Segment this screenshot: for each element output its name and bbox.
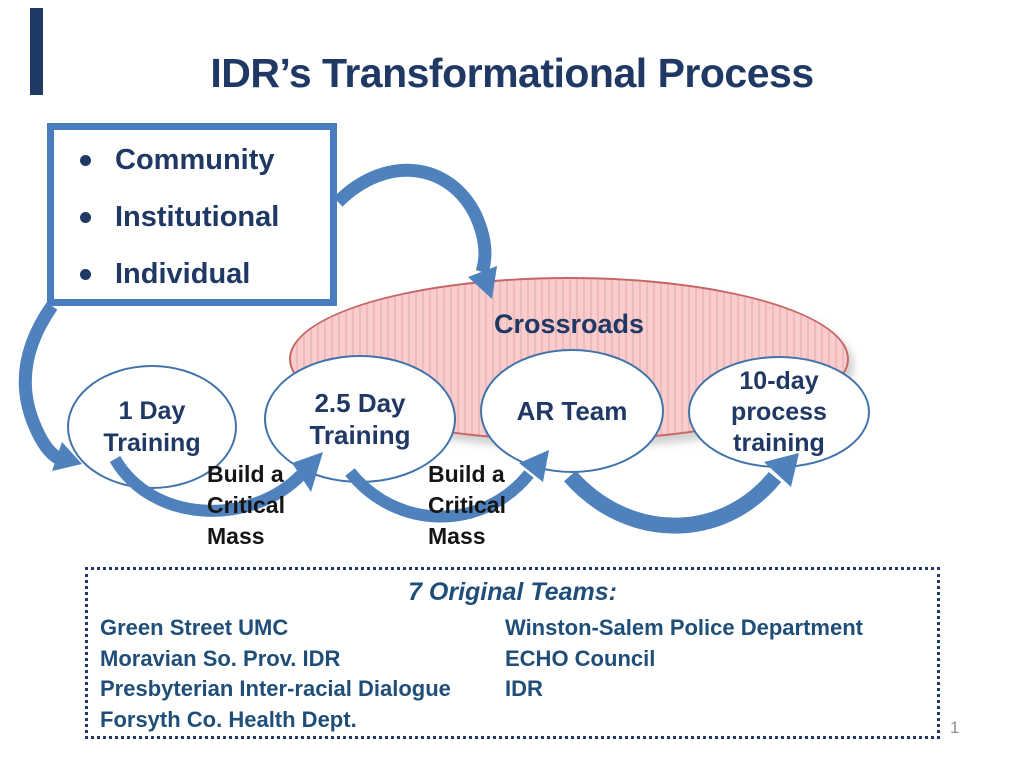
ellipse-10-day-process-training: 10-day process training bbox=[688, 356, 870, 468]
teams-column-1: Green Street UMC Moravian So. Prov. IDR … bbox=[100, 613, 451, 735]
ellipse-label-line: AR Team bbox=[516, 396, 628, 426]
ellipse-label-line: training bbox=[733, 428, 825, 457]
critical-mass-line: Critical bbox=[207, 492, 285, 518]
critical-mass-line: Build a bbox=[207, 461, 284, 487]
team-item: Green Street UMC bbox=[100, 615, 289, 640]
levels-item-institutional: Institutional bbox=[54, 197, 330, 237]
bullet-icon bbox=[80, 211, 91, 223]
teams-box-title: 7 Original Teams: bbox=[408, 578, 617, 606]
ellipse-label-line: process bbox=[731, 397, 827, 426]
original-teams-box: 7 Original Teams: Green Street UMC Morav… bbox=[85, 567, 940, 739]
ellipse-label-line: 10-day bbox=[739, 366, 819, 395]
levels-box: Community Institutional Individual bbox=[47, 123, 337, 306]
critical-mass-line: Critical bbox=[428, 492, 506, 518]
levels-list: Community Institutional Individual bbox=[54, 130, 330, 294]
ellipse-label-line: 2.5 Day bbox=[314, 388, 406, 418]
team-item: Moravian So. Prov. IDR bbox=[100, 645, 341, 671]
arrow-box-to-crossroads bbox=[333, 163, 497, 299]
ellipse-label-line: Training bbox=[103, 429, 201, 457]
critical-mass-line: Mass bbox=[207, 523, 265, 549]
bullet-icon bbox=[80, 154, 91, 166]
levels-item-label: Community bbox=[115, 143, 275, 176]
team-item: ECHO Council bbox=[505, 645, 656, 671]
critical-mass-line: Build a bbox=[428, 461, 505, 487]
team-item: Forsyth Co. Health Dept. bbox=[100, 706, 357, 732]
page-number: 1 bbox=[950, 718, 960, 737]
team-item: Winston-Salem Police Department bbox=[505, 615, 863, 640]
team-item: IDR bbox=[505, 676, 543, 701]
crossroads-label: Crossroads bbox=[493, 309, 645, 339]
levels-item-label: Institutional bbox=[115, 200, 280, 233]
left-accent-bar bbox=[30, 8, 43, 95]
levels-item-label: Individual bbox=[115, 257, 251, 290]
ellipse-label-line: Training bbox=[309, 420, 411, 450]
teams-column-2: Winston-Salem Police Department ECHO Cou… bbox=[505, 613, 863, 705]
critical-mass-line: Mass bbox=[428, 523, 486, 549]
critical-mass-label-2: Build a Critical Mass bbox=[428, 459, 506, 552]
ellipse-label-line: 1 Day bbox=[118, 397, 186, 425]
team-item: Presbyterian Inter-racial Dialogue bbox=[100, 676, 451, 701]
ellipse-ar-team: AR Team bbox=[480, 349, 664, 473]
levels-item-individual: Individual bbox=[54, 254, 330, 294]
levels-item-community: Community bbox=[54, 140, 330, 180]
slide-title: IDR’s Transformational Process bbox=[210, 50, 814, 96]
critical-mass-label-1: Build a Critical Mass bbox=[207, 459, 285, 552]
bullet-icon bbox=[80, 268, 91, 280]
